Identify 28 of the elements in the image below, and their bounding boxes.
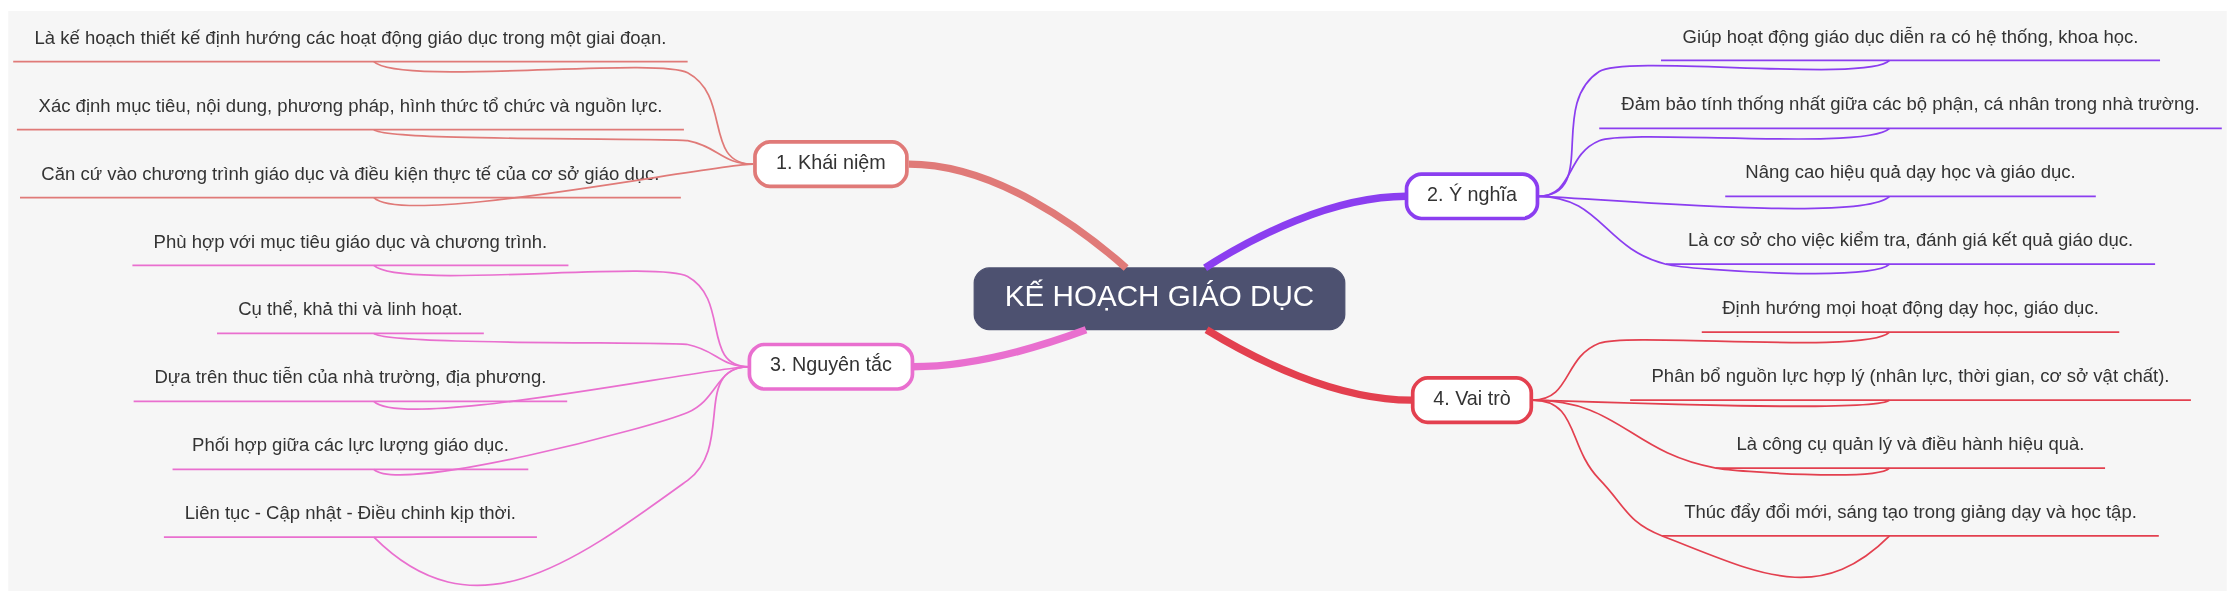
node-box: 1. Khái niệm — [753, 140, 909, 189]
node-text: Xác định mục tiêu, nội dung, phương pháp, hình thức tổ chức và nguồn lực. — [38, 94, 663, 116]
node-text: Đảm bảo tính thống nhất giữa các bộ phận, cá nhân trong nhà trường. — [1621, 93, 2200, 115]
node-text: Nâng cao hiệu quả dạy học và giáo dục. — [1745, 161, 2076, 183]
connector — [1203, 192, 1407, 271]
node-text: Liên tục - Cập nhật - Điều chinh kịp thời. — [184, 502, 517, 524]
connector — [912, 326, 1088, 371]
node-text: Phù hợp với mục tiêu giáo dục và chương trình. — [153, 230, 548, 252]
node-box: 4. Vai trò — [1410, 376, 1534, 425]
connector — [1536, 195, 1891, 210]
node-text: Giúp hoạt động giáo dục diễn ra có hệ thống, khoa học. — [1682, 25, 2139, 47]
connector — [1204, 326, 1412, 404]
connector — [1531, 399, 1891, 579]
node-box: 2. Ý nghĩa — [1404, 172, 1540, 221]
connector — [373, 163, 754, 207]
node-box: 3. Nguyên tắc — [747, 342, 915, 391]
node-box: KẾ HOẠCH GIÁO DỤC — [973, 267, 1346, 331]
node-text: Phân bổ nguồn lực hợp lý (nhân lực, thời gian, cơ sở vật chất). — [1651, 365, 2170, 387]
connector — [1536, 195, 1891, 275]
node-text: Phối hợp giữa các lực lượng giáo dục. — [192, 434, 509, 456]
connector — [908, 160, 1129, 271]
node-text: Định hướng mọi hoạt động dạy học, giáo dục. — [1722, 297, 2099, 319]
node-text: Là kế hoạch thiết kế định hướng các hoạt động giáo dục trong một giai đoạn. — [34, 26, 667, 48]
node-text: Là công cụ quản lý và điều hành hiệu quà. — [1736, 433, 2085, 455]
node-text: Cụ thể, khả thi và linh hoạt. — [238, 298, 463, 320]
node-text: Dựa trên thuc tiễn của nhà trường, địa phương. — [154, 366, 547, 388]
node-text: Là cơ sở cho việc kiểm tra, đánh giá kết quả giáo dục. — [1687, 229, 2134, 251]
node-text: Thúc đẩy đổi mới, sáng tạo trong giảng dạy và học tập. — [1684, 501, 2137, 523]
